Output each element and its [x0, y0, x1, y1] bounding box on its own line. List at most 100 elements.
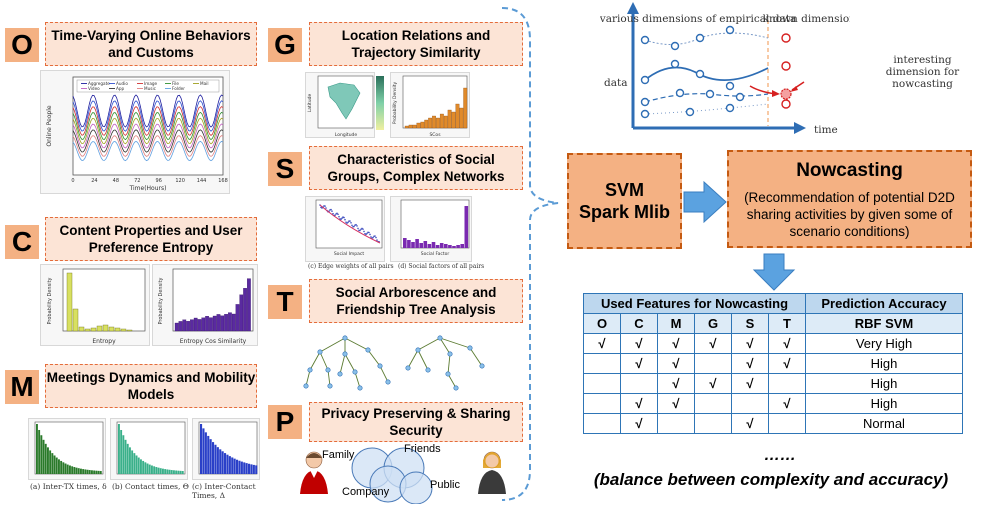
concept-time-label: time — [814, 124, 838, 136]
venn-label-public: Public — [430, 479, 460, 491]
svm-line1: SVM — [604, 180, 644, 200]
dashed-bracket — [501, 7, 559, 501]
features-table: Used Features for Nowcasting Prediction … — [583, 293, 963, 434]
o-series-line — [72, 123, 224, 149]
o-xtick: 120 — [175, 178, 185, 184]
table-cell-check: √ — [694, 333, 732, 354]
table-acc-sub: RBF SVM — [805, 313, 963, 334]
table-cell-accuracy: High — [805, 373, 963, 394]
table-col-t: T — [768, 313, 806, 334]
o-series-line — [72, 111, 224, 141]
g-chart-left: Longitude Latitude — [305, 72, 375, 138]
letter-g: G — [268, 28, 302, 62]
ellipsis: …… — [764, 447, 796, 464]
person-left-icon — [300, 451, 328, 494]
table-cell-accuracy: High — [805, 393, 963, 414]
table-row: √√√√High — [583, 353, 963, 374]
table-cell-check: √ — [657, 373, 695, 394]
table-col-c: C — [620, 313, 658, 334]
o-series-line — [72, 117, 224, 145]
m-chart-b — [110, 418, 188, 480]
table-row: √√√High — [583, 373, 963, 394]
o-xtick: 144 — [197, 178, 207, 184]
table-cell-check: √ — [583, 333, 621, 354]
letter-c: C — [5, 225, 39, 259]
table-header-accuracy: Prediction Accuracy — [805, 293, 963, 314]
o-series-line — [72, 94, 224, 128]
o-legend-item: App — [116, 86, 125, 91]
table-cell-check — [694, 393, 732, 414]
letter-t: T — [268, 285, 302, 319]
title-s: Characteristics of Social Groups, Comple… — [309, 146, 523, 190]
o-series-line — [72, 100, 224, 132]
table-cell-check — [768, 413, 806, 434]
c-right-ylabel: Probability Density — [158, 277, 164, 324]
s-caption-left: (c) Edge weights of all pairs — [308, 263, 394, 270]
o-xtick: 168 — [218, 178, 228, 184]
venn-public — [399, 471, 433, 504]
nowcasting-title: Nowcasting — [796, 159, 903, 181]
table-cell-check: √ — [768, 393, 806, 414]
table-cell-check: √ — [620, 393, 658, 414]
s-chart-right: Social Factor — [390, 196, 472, 262]
table-header-features: Used Features for Nowcasting — [583, 293, 806, 314]
venn-label-family: Family — [322, 449, 355, 461]
g-right-xlabel: SCos — [429, 132, 441, 138]
balance-caption: (balance between complexity and accuracy… — [593, 470, 949, 489]
m-caption-b: (b) Contact times, Θ — [112, 482, 189, 491]
g-left-ylabel: Latitude — [307, 94, 313, 113]
table-cell-check — [657, 413, 695, 434]
title-p: Privacy Preserving & Sharing Security — [309, 402, 523, 442]
table-cell-check: √ — [731, 353, 769, 374]
nowcasting-desc: (Recommendation of potential D2D sharing… — [744, 189, 955, 239]
m-chart-a — [28, 418, 106, 480]
o-xtick: 0 — [71, 178, 74, 184]
table-row: √√√√√√Very High — [583, 333, 963, 354]
table-cell-accuracy: Very High — [805, 333, 963, 354]
o-series-line — [72, 106, 224, 136]
o-legend-item: Folder — [172, 86, 185, 91]
table-cell-check: √ — [620, 333, 658, 354]
table-cell-check — [583, 373, 621, 394]
title-c: Content Properties and User Preference E… — [45, 217, 257, 261]
g-chart-right: SCos Probability Density — [390, 72, 470, 138]
table-cell-check: √ — [657, 393, 695, 414]
g-left-xlabel: Longitude — [335, 132, 358, 138]
o-series-line — [72, 140, 224, 162]
p-venn: Family Friends Company Public — [300, 443, 506, 504]
o-legend-item: Video — [88, 86, 100, 91]
table-cell-accuracy: High — [805, 353, 963, 374]
table-cell-check — [583, 353, 621, 374]
s-chart-left: Social Impact — [305, 196, 385, 262]
table-cell-check — [731, 393, 769, 414]
o-legend-item: Aggregate — [88, 81, 110, 86]
concept-top-left: various dimensions of empirical data — [600, 13, 796, 25]
table-cell-check — [583, 413, 621, 434]
table-col-g: G — [694, 313, 732, 334]
venn-label-friends: Friends — [404, 443, 441, 455]
letter-s: S — [268, 152, 302, 186]
concept-chart: various dimensions of empirical data kno… — [600, 2, 850, 136]
o-series-line — [72, 129, 224, 153]
o-legend-item: Audio — [116, 81, 128, 86]
table-cell-check: √ — [731, 373, 769, 394]
g-right-ylabel: Probability Density — [392, 82, 398, 125]
table-cell-check — [768, 373, 806, 394]
o-xtick: 72 — [134, 178, 140, 184]
s-right-xlabel: Social Factor — [421, 251, 450, 257]
c-left-xlabel: Entropy — [92, 338, 116, 345]
c-left-ylabel: Probability Density — [47, 277, 53, 324]
table-cell-check: √ — [657, 333, 695, 354]
table-cell-check — [694, 413, 732, 434]
letter-m: M — [5, 370, 39, 404]
table-row: √√√High — [583, 393, 963, 414]
concept-data-label: data — [604, 77, 627, 89]
o-xtick: 48 — [113, 178, 119, 184]
table-row: √√Normal — [583, 413, 963, 434]
o-legend-item: Music — [144, 86, 157, 91]
s-left-xlabel: Social Impact — [334, 251, 365, 257]
table-col-o: O — [583, 313, 621, 334]
arrow-right-icon — [683, 180, 727, 224]
t-trees — [303, 335, 485, 391]
